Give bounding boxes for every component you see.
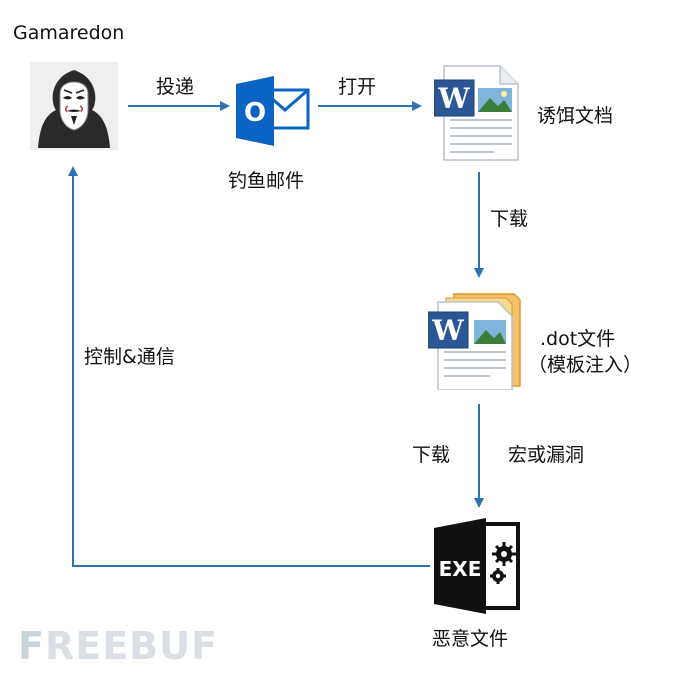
freebuf-watermark: FREEBUF xyxy=(18,624,218,668)
label-bait-document: 诱饵文档 xyxy=(537,105,614,127)
edge-label-c2: 控制&通信 xyxy=(84,346,175,368)
outlook-letter: O xyxy=(244,98,266,128)
arrow-c2 xyxy=(68,166,430,567)
label-template-injection: （模板注入） xyxy=(528,354,643,376)
word-letter: W xyxy=(437,82,470,115)
edge-label-download-2: 下载 xyxy=(412,444,451,466)
template-word-letter: W xyxy=(431,314,464,347)
hacker-icon xyxy=(30,62,118,154)
outlook-icon: O xyxy=(234,76,312,150)
actor-title: Gamaredon xyxy=(13,22,125,44)
exe-file-icon: EXE xyxy=(432,518,524,618)
label-dot-file: .dot文件 xyxy=(540,328,616,350)
edge-label-macro-vuln: 宏或漏洞 xyxy=(508,444,585,466)
gear-icon xyxy=(490,542,516,584)
edge-label-open: 打开 xyxy=(338,76,377,98)
exe-label: EXE xyxy=(439,557,482,581)
edge-label-download-1: 下载 xyxy=(490,208,529,230)
label-malicious-file: 恶意文件 xyxy=(432,628,509,650)
label-phishing-email: 钓鱼邮件 xyxy=(228,170,305,192)
watermark-first: F xyxy=(18,624,45,668)
word-document-icon: W xyxy=(433,62,522,166)
edge-label-deliver: 投递 xyxy=(156,76,195,98)
dot-template-icon: W xyxy=(427,290,524,394)
watermark-rest: REEBUF xyxy=(44,624,218,668)
